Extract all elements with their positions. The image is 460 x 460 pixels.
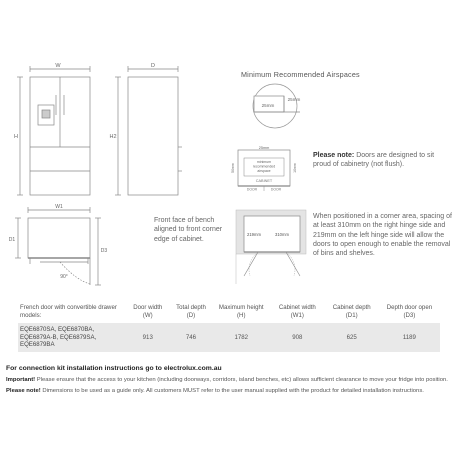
- water-dispenser: [37, 104, 55, 126]
- doors-proud-note-label: Please note:: [313, 152, 355, 159]
- header-total-depth: Total depth (D): [176, 304, 206, 319]
- please-note-label: Please note!: [6, 388, 41, 394]
- header-door-width: Door width (W): [133, 304, 163, 319]
- important-label: Important!: [6, 377, 36, 383]
- airspace-inner-width: 25mm: [259, 146, 270, 150]
- airspace-side-height-2: 10mm: [293, 163, 297, 173]
- side-height-label: H2: [109, 134, 116, 140]
- doors-proud-note: Please note: Doors are designed to sit p…: [313, 151, 453, 170]
- corner-placement-diagram: 219mm 310mm: [235, 209, 307, 284]
- fridge-top-view: W1 D1 D3 90°: [9, 204, 108, 286]
- connection-kit-note: For connection kit installation instruct…: [6, 365, 222, 372]
- corner-left-gap: 219mm: [247, 232, 261, 237]
- top-open-depth-label: D3: [101, 248, 108, 254]
- airspace-door-left: DOOR: [247, 188, 258, 192]
- front-height-label: H: [14, 134, 18, 140]
- airspace-inner-label-1: minimum: [257, 160, 271, 164]
- airspace-cabinet-label: CABINET: [256, 179, 273, 183]
- airspace-top-detail: 25mm 25mm: [252, 83, 301, 129]
- corner-right-gap: 310mm: [275, 232, 289, 237]
- table-row: EQE6870SA, EQE6870BA, EQE6879A-B, EQE687…: [18, 323, 440, 352]
- header-models: French door with convertible drawer mode…: [20, 304, 117, 319]
- airspace-top-gap: 25mm: [262, 103, 275, 108]
- cell-max-height: 1782: [212, 323, 271, 352]
- header-cabinet-width: Cabinet width (W1): [278, 304, 316, 319]
- airspace-side-gap: 25mm: [288, 97, 301, 102]
- door-angle-label: 90°: [60, 274, 68, 280]
- airspace-inner-label-2: recommended: [253, 165, 275, 169]
- top-width-label: W1: [55, 204, 63, 210]
- top-depth-label: D1: [9, 237, 16, 243]
- bench-alignment-note: Front face of bench aligned to front cor…: [154, 217, 223, 243]
- front-width-label: W: [55, 63, 61, 69]
- doors-proud-note-text: Doors are designed to sit proud of cabin…: [313, 152, 435, 169]
- cell-models: EQE6870SA, EQE6870BA, EQE6879A-B, EQE687…: [18, 323, 126, 352]
- cell-door-width: 913: [126, 323, 170, 352]
- cell-cabinet-depth: 625: [324, 323, 379, 352]
- header-cabinet-depth: Cabinet depth (D1): [332, 304, 371, 319]
- connection-kit-text: For connection kit installation instruct…: [6, 365, 222, 372]
- header-depth-door-open: Depth door open (D3): [386, 304, 433, 319]
- dimensions-table: French door with convertible drawer mode…: [18, 301, 440, 352]
- cabinet-outline: [27, 217, 91, 259]
- cell-cabinet-width: 908: [270, 323, 325, 352]
- fridge-side-outline: [127, 76, 179, 196]
- side-depth-label: D: [151, 63, 155, 69]
- important-text: Please ensure that the access to your ki…: [35, 377, 448, 383]
- corner-spacing-note: When positioned in a corner area, spacin…: [313, 213, 452, 258]
- fridge-front-side-views: W H D H2: [14, 63, 182, 196]
- airspace-side-height: 50mm: [231, 163, 235, 173]
- please-note-footer: Please note! Dimensions to be used as a …: [6, 388, 424, 394]
- important-note: Important! Please ensure that the access…: [6, 377, 448, 383]
- airspace-inner-label-3: airspace: [257, 169, 270, 173]
- please-note-text: Dimensions to be used as a guide only. A…: [40, 388, 424, 394]
- cell-depth-door-open: 1189: [378, 323, 440, 352]
- header-max-height: Maximum height (H): [218, 304, 264, 319]
- airspace-cabinet-detail: 25mm minimum recommended airspace CABINE…: [231, 146, 297, 192]
- table-header-row: French door with convertible drawer mode…: [18, 301, 440, 323]
- airspace-door-right: DOOR: [271, 188, 282, 192]
- cell-total-depth: 746: [169, 323, 213, 352]
- airspace-title: Minimum Recommended Airspaces: [241, 70, 360, 79]
